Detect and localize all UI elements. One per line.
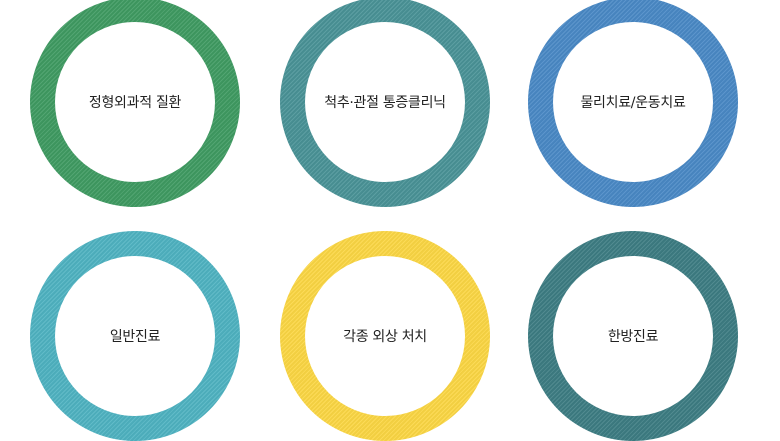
service-ring-trauma-care[interactable]: 각종 외상 처치: [280, 231, 490, 441]
service-label: 척추·관절 통증클리닉: [324, 95, 446, 111]
service-ring-oriental-medicine[interactable]: 한방진료: [528, 231, 738, 441]
service-label: 각종 외상 처치: [343, 329, 427, 345]
service-label: 한방진료: [607, 329, 659, 345]
service-ring-center: 각종 외상 처치: [305, 256, 465, 416]
service-ring-orthopedic[interactable]: 정형외과적 질환: [30, 0, 240, 207]
service-ring-physical-therapy[interactable]: 물리치료/운동치료: [528, 0, 738, 207]
service-ring-center: 척추·관절 통증클리닉: [305, 22, 465, 182]
service-label: 정형외과적 질환: [88, 95, 182, 111]
service-ring-general-care[interactable]: 일반진료: [30, 231, 240, 441]
service-ring-center: 정형외과적 질환: [55, 22, 215, 182]
service-label: 일반진료: [109, 329, 161, 345]
service-ring-center: 한방진료: [553, 256, 713, 416]
service-ring-center: 물리치료/운동치료: [553, 22, 713, 182]
service-ring-spine-joint-clinic[interactable]: 척추·관절 통증클리닉: [280, 0, 490, 207]
service-ring-center: 일반진료: [55, 256, 215, 416]
service-label: 물리치료/운동치료: [580, 95, 686, 111]
